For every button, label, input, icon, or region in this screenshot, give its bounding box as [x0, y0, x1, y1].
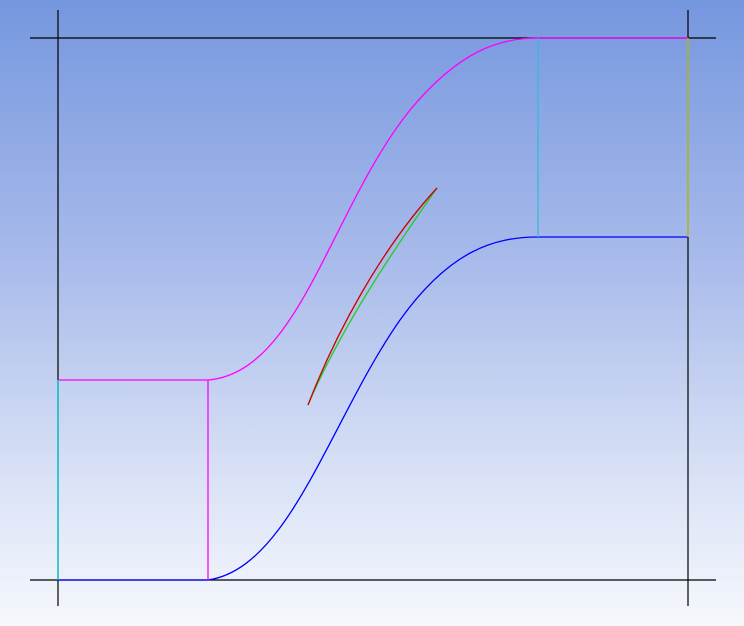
blade-suction-side	[307, 187, 438, 406]
shroud-curve	[58, 37, 688, 381]
blade-profile-icon[interactable]	[307, 187, 438, 406]
blade-pressure-side	[307, 187, 438, 406]
hub-curve	[58, 236, 688, 581]
